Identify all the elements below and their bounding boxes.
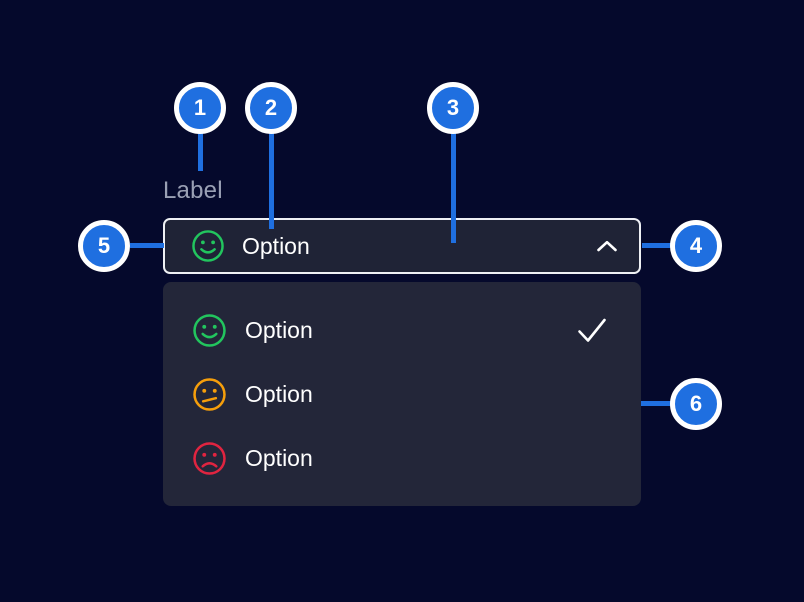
dropdown-menu: Option Option — [163, 282, 641, 506]
sad-face-icon — [192, 441, 227, 476]
annotation-badge-3: 3 — [427, 82, 479, 134]
connector-line-5 — [130, 243, 164, 248]
menu-item-neutral[interactable]: Option — [163, 362, 641, 426]
menu-item-happy[interactable]: Option — [163, 298, 641, 362]
select-value: Option — [242, 232, 310, 259]
connector-line-4 — [642, 243, 671, 248]
annotation-badge-4: 4 — [670, 220, 722, 272]
neutral-face-icon — [192, 377, 227, 412]
happy-face-icon — [192, 313, 227, 348]
connector-line-2 — [269, 133, 274, 229]
annotation-badge-6: 6 — [670, 378, 722, 430]
check-icon — [576, 316, 608, 344]
annotation-badge-5: 5 — [78, 220, 130, 272]
field-label: Label — [163, 177, 223, 204]
menu-item-label: Option — [245, 444, 313, 471]
menu-item-sad[interactable]: Option — [163, 426, 641, 490]
annotation-badge-1: 1 — [174, 82, 226, 134]
chevron-up-icon[interactable] — [595, 239, 619, 253]
connector-line-1 — [198, 133, 203, 171]
connector-line-6 — [641, 401, 671, 406]
annotation-badge-2: 2 — [245, 82, 297, 134]
menu-item-label: Option — [245, 316, 313, 343]
happy-face-icon — [191, 229, 225, 263]
connector-line-3 — [451, 133, 456, 243]
select-trigger[interactable]: Option — [163, 218, 641, 274]
menu-item-label: Option — [245, 380, 313, 407]
